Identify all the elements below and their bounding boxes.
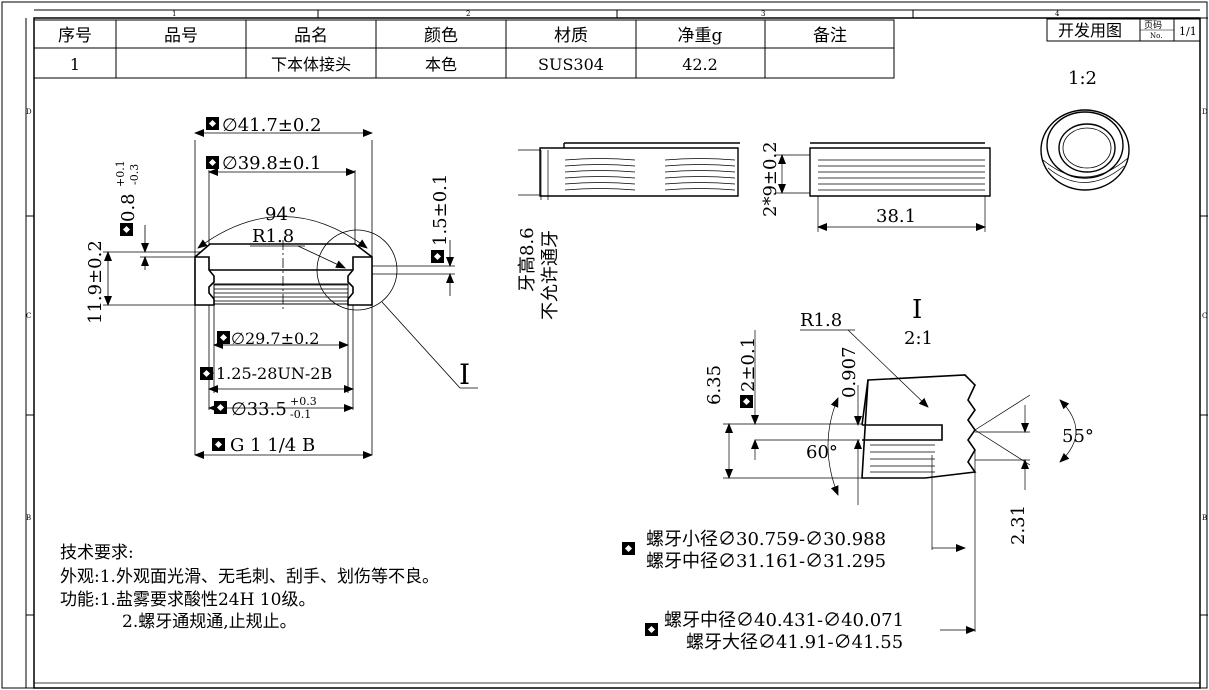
dim-total-height: 11.9±0.2 (85, 240, 106, 324)
angle-55: 55° (1062, 426, 1094, 447)
dim-thread-length: 38.1 (876, 206, 916, 227)
zone-labels: 1 2 3 4 D C B D C B (26, 10, 1208, 522)
zone-label-top: 3 (761, 10, 765, 18)
detail-callout-label: I (459, 358, 470, 391)
dim-thread-spec: 1.25-28UN-2B (216, 364, 332, 383)
detail-view-i: I 2:1 (704, 295, 1094, 634)
table-cell: SUS304 (538, 55, 604, 74)
dim-detail-0907: 0.907 (839, 346, 860, 398)
table-header-cell: 序号 (58, 26, 92, 46)
thread-spec-pitch: 螺牙中径∅31.161-∅31.295 (646, 551, 886, 572)
angle-60: 60° (806, 442, 838, 463)
thread-spec-pitch-outer: 螺牙中径∅40.431-∅40.071 (664, 610, 904, 631)
dim-chamfer-depth: 0.8 (118, 193, 139, 222)
table-cell: 下本体接头 (271, 55, 351, 74)
table-cell: 本色 (425, 55, 457, 74)
detail-scale: 2:1 (904, 328, 933, 349)
dim-inner-diameter: ∅39.8±0.1 (222, 153, 321, 174)
zone-label-side: D (26, 108, 32, 116)
detail-radius: R1.8 (800, 310, 842, 331)
dim-detail-231: 2.31 (1008, 505, 1029, 545)
page-label-en: No. (1150, 32, 1162, 40)
sheet-label: 开发用图 (1058, 21, 1122, 40)
technical-requirements: 技术要求: 外观:1.外观面光滑、无毛刺、刮手、划伤等不良。 功能:1.盐雾要求… (60, 543, 439, 632)
zone-label-side: D (1202, 108, 1208, 116)
zone-label-side: B (26, 514, 31, 522)
thread-note-line1: 牙高8.6 (517, 227, 538, 292)
dim-recess-diameter: ∅33.5 (231, 399, 287, 420)
detail-label: I (912, 295, 922, 325)
table-header-cell: 品号 (164, 26, 198, 46)
zone-label-side: C (26, 312, 31, 320)
thread-spec-major: 螺牙大径∅41.91-∅41.55 (686, 632, 903, 653)
table-cell: 42.2 (682, 55, 718, 74)
dim-pipe-thread: G 1 1/4 B (230, 435, 315, 456)
dim-recess-tol-upper: +0.3 (290, 395, 317, 408)
dim-chamfer-tol-upper: +0.1 (114, 160, 127, 187)
page-label-cn: 页码 (1144, 20, 1162, 31)
dim-flange-thickness: 1.5±0.1 (430, 174, 451, 246)
dim-outer-diameter: ∅41.7±0.2 (222, 115, 321, 136)
dim-thread-vertical: 2*9±0.2 (760, 141, 781, 217)
dim-recess-tol-lower: -0.1 (290, 408, 311, 421)
tech-req-line: 功能:1.盐雾要求酸性24H 10级。 (60, 590, 315, 610)
tech-req-title: 技术要求: (60, 543, 134, 563)
table-header-cell: 备注 (813, 26, 847, 46)
title-block-table: 序号 品号 品名 颜色 材质 净重g 备注 1 下本体接头 本色 SUS304 … (33, 19, 895, 79)
dim-detail-635: 6.35 (704, 365, 725, 405)
dim-bore-diameter: ∅29.7±0.2 (231, 329, 319, 348)
table-header-cell: 净重g (678, 26, 723, 46)
thread-side-views: 牙高8.6 不允许通牙 2*9±0.2 38.1 (517, 141, 991, 320)
table-header-cell: 颜色 (424, 26, 458, 46)
iso-scale: 1:2 (1068, 68, 1097, 89)
table-header-cell: 材质 (554, 26, 588, 46)
dim-detail-2: 2±0.1 (738, 337, 759, 392)
table-cell: 1 (70, 55, 80, 74)
thread-spec-minor: 螺牙小径∅30.759-∅30.988 (646, 529, 886, 550)
internal-thread-hatch (213, 283, 349, 305)
zone-label-top: 2 (466, 10, 470, 18)
dim-chamfer-tol-lower: -0.3 (128, 164, 141, 185)
thread-spec-notes: 螺牙小径∅30.759-∅30.988 螺牙中径∅31.161-∅31.295 … (646, 529, 904, 653)
zone-label-top: 4 (1055, 10, 1060, 18)
zone-label-side: C (1202, 312, 1207, 320)
zone-label-side: B (1202, 514, 1207, 522)
tech-req-line: 2.螺牙通规通,止规止。 (122, 612, 297, 632)
dim-angle: 94° (265, 204, 297, 225)
sheet-info-box: 开发用图 页码 No. 1/1 (1046, 18, 1201, 42)
page-value: 1/1 (1179, 25, 1197, 38)
dim-radius: R1.8 (252, 226, 294, 247)
tech-req-line: 外观:1.外观面光滑、无毛刺、刮手、划伤等不良。 (60, 567, 439, 587)
zone-label-top: 1 (172, 10, 176, 18)
table-header-cell: 品名 (294, 26, 328, 46)
main-section-view: ∅41.7±0.2 ∅39.8±0.1 94° R1.8 ∅29.7±0.2 1… (85, 115, 753, 636)
inspection-markers (120, 117, 753, 636)
thread-note-line2: 不允许通牙 (540, 230, 561, 320)
isometric-view: 1:2 (1040, 68, 1130, 191)
